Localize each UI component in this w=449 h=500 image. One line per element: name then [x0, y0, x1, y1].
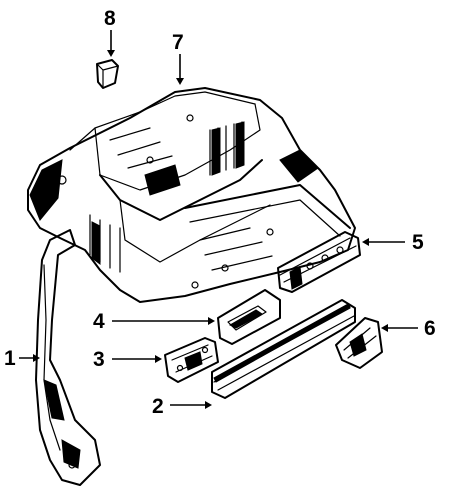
callout-label-5: 5 [412, 231, 424, 254]
callout-label-1: 1 [4, 347, 16, 370]
callout-label-2: 2 [152, 395, 164, 418]
floor-pan [27, 87, 356, 303]
callout-1: 1 [4, 347, 40, 370]
callout-8: 8 [104, 7, 116, 57]
callout-4: 4 [93, 310, 215, 333]
bracket-part-6 [335, 317, 383, 369]
callout-label-7: 7 [172, 31, 184, 54]
callout-label-4: 4 [93, 310, 105, 333]
callout-label-6: 6 [424, 317, 436, 340]
bracket-part-3 [164, 337, 219, 383]
callout-5: 5 [362, 231, 424, 254]
rail-reinforcement [217, 289, 281, 345]
bracket-part-8 [96, 59, 119, 89]
callout-6: 6 [381, 317, 436, 340]
callout-3: 3 [93, 348, 162, 371]
callout-2: 2 [152, 395, 212, 418]
b-pillar [35, 229, 101, 486]
callout-label-8: 8 [104, 7, 116, 30]
callout-7: 7 [172, 31, 184, 85]
front-crossmember [277, 231, 361, 293]
callout-label-3: 3 [93, 348, 105, 371]
rocker-panel [211, 299, 356, 399]
